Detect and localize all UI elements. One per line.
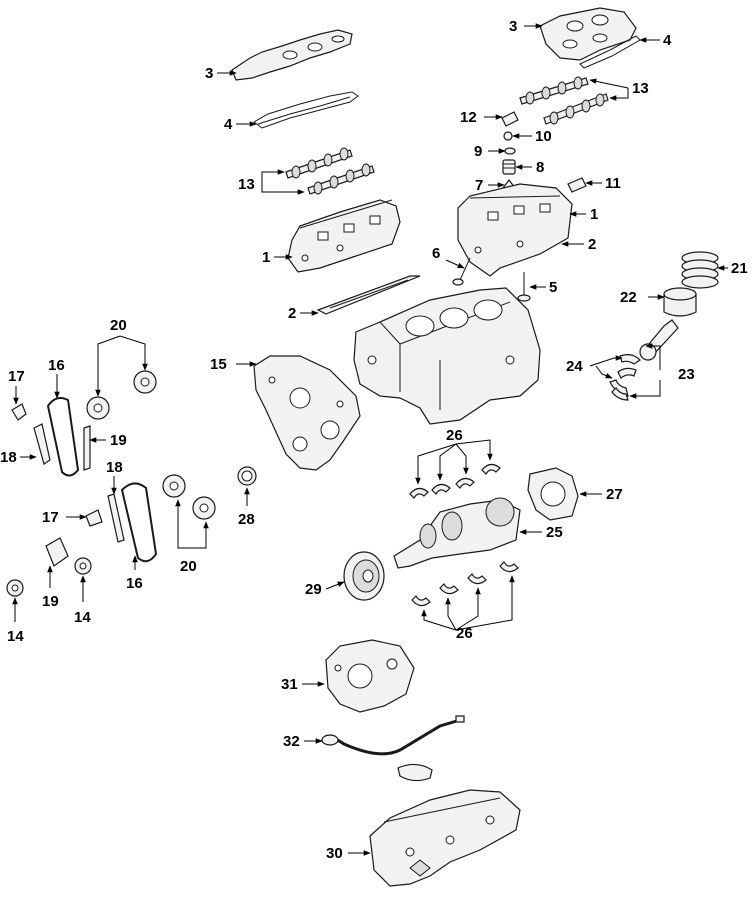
cylinder-head-right — [457, 183, 573, 277]
callout-4-left: 4 — [224, 116, 233, 133]
callout-31: 31 — [281, 676, 298, 693]
callout-14-lower-right: 14 — [74, 609, 91, 626]
callout-19-lower: 19 — [42, 593, 59, 610]
callout-6: 6 — [432, 245, 440, 262]
rod-bearings — [611, 367, 637, 401]
callout-16-upper: 16 — [48, 357, 65, 374]
oil-pickup-tube — [320, 715, 465, 782]
rear-main-seal — [527, 467, 579, 521]
lash-adjuster — [567, 177, 587, 193]
callout-20-lower: 20 — [180, 558, 197, 575]
valve-keeper — [504, 147, 516, 155]
chain-guide-lower-a — [107, 493, 125, 543]
engine-block — [353, 287, 541, 425]
cam-phaser-lower-a — [162, 474, 186, 498]
callout-2-left: 2 — [288, 305, 296, 322]
callout-20-upper: 20 — [110, 317, 127, 334]
callout-27: 27 — [606, 486, 623, 503]
callout-10: 10 — [535, 128, 552, 145]
chain-guide-upper-b — [83, 425, 91, 471]
timing-chain-lower — [120, 482, 158, 563]
callout-18-upper: 18 — [0, 449, 17, 466]
callout-25: 25 — [546, 524, 563, 541]
callout-11: 11 — [605, 175, 621, 192]
valve-cover-gasket-left — [253, 91, 359, 129]
camshafts-left — [285, 147, 375, 195]
callout-30: 30 — [326, 845, 343, 862]
cam-phaser-lower-b — [192, 496, 216, 520]
callout-4-right: 4 — [663, 32, 672, 49]
timing-chain-upper — [46, 397, 80, 477]
rocker-arm — [501, 111, 519, 127]
camshafts-right — [519, 76, 609, 125]
cam-phaser-upper-b — [133, 370, 157, 394]
callout-15: 15 — [210, 356, 227, 373]
callout-5: 5 — [549, 279, 557, 296]
callout-labels: 3 3 4 4 13 13 12 10 9 8 7 11 1 1 2 2 6 5… — [0, 18, 748, 862]
chain-tensioner-upper — [11, 403, 27, 421]
callout-24: 24 — [566, 358, 583, 375]
exhaust-valve — [452, 257, 471, 286]
callout-16-lower: 16 — [126, 575, 143, 592]
leader-lines — [12, 23, 728, 856]
crankshaft — [393, 497, 521, 569]
callout-17-upper: 17 — [8, 368, 25, 385]
callout-21: 21 — [731, 260, 748, 277]
callout-26-lower: 26 — [456, 625, 473, 642]
main-bearings-upper — [409, 463, 501, 499]
front-crank-seal — [237, 466, 257, 486]
callout-28: 28 — [238, 511, 255, 528]
oil-pan — [369, 789, 521, 887]
head-gasket-left — [316, 275, 421, 315]
main-bearings-lower — [411, 561, 519, 607]
callout-19-upper: 19 — [110, 432, 127, 449]
callout-1-left: 1 — [262, 249, 270, 266]
valve-cover-left — [231, 29, 353, 81]
timing-cover — [253, 355, 361, 471]
cam-phaser-upper-a — [86, 396, 110, 420]
callout-2-right: 2 — [588, 236, 596, 253]
callout-1-right: 1 — [590, 206, 598, 223]
valve-spring — [502, 159, 516, 175]
cylinder-head-left — [287, 199, 401, 273]
callout-26-upper: 26 — [446, 427, 463, 444]
callout-3-left: 3 — [205, 65, 213, 82]
callout-13-right: 13 — [632, 80, 649, 97]
callout-22: 22 — [620, 289, 637, 306]
crank-sprocket-a — [74, 557, 92, 575]
callout-12: 12 — [460, 109, 477, 126]
chain-guide-lower-b — [45, 537, 69, 567]
chain-tensioner-lower — [85, 509, 103, 527]
callout-17-lower: 17 — [42, 509, 59, 526]
callout-7: 7 — [475, 177, 483, 194]
harmonic-balancer — [343, 551, 385, 601]
chain-guide-upper-a — [33, 423, 51, 465]
intake-valve — [517, 272, 531, 302]
callout-18-lower: 18 — [106, 459, 123, 476]
callout-3-right: 3 — [509, 18, 517, 35]
callout-8: 8 — [536, 159, 544, 176]
piston — [663, 287, 697, 317]
crank-sprocket-b — [6, 579, 24, 597]
callout-32: 32 — [283, 733, 300, 750]
valve-retainer — [503, 131, 513, 141]
callout-14-lower-left: 14 — [7, 628, 24, 645]
callout-9: 9 — [474, 143, 482, 160]
piston-rings — [681, 251, 719, 289]
oil-pump — [325, 639, 415, 713]
callout-23: 23 — [678, 366, 695, 383]
callout-13-left: 13 — [238, 176, 255, 193]
valve-cover-right — [539, 7, 637, 61]
callout-29: 29 — [305, 581, 322, 598]
